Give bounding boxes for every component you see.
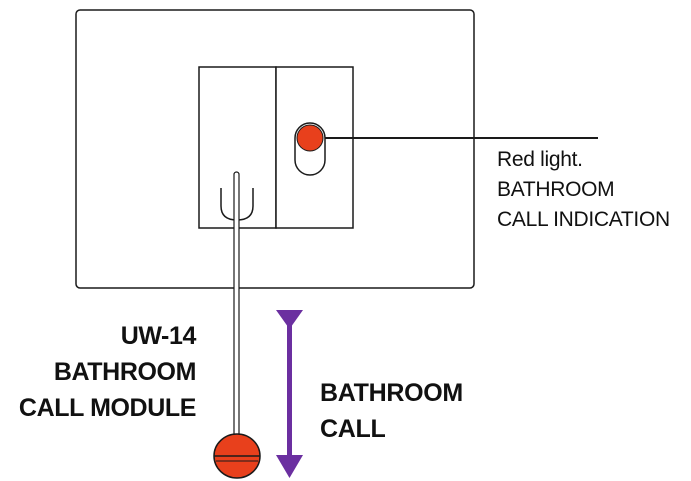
module-label-line1: UW-14 <box>120 322 197 350</box>
red-light-icon <box>296 124 324 152</box>
bathroom-call-label-line2: CALL <box>320 415 386 443</box>
pull-ball-icon <box>213 433 261 479</box>
red-light-label: Red light. BATHROOM CALL INDICATION <box>497 145 670 235</box>
red-light-label-line2: BATHROOM <box>497 178 615 201</box>
module-label: UW-14 BATHROOM CALL MODULE <box>19 318 196 426</box>
red-light-label-line1: Red light. <box>497 148 583 171</box>
red-light-label-line3: CALL INDICATION <box>497 208 670 231</box>
pull-direction-arrow-icon <box>276 310 303 478</box>
pull-cord <box>233 171 240 448</box>
bathroom-call-label: BATHROOM CALL <box>320 375 463 447</box>
module-label-line3: CALL MODULE <box>18 394 196 422</box>
module-label-line2: BATHROOM <box>53 358 197 386</box>
bathroom-call-label-line1: BATHROOM <box>320 379 463 407</box>
